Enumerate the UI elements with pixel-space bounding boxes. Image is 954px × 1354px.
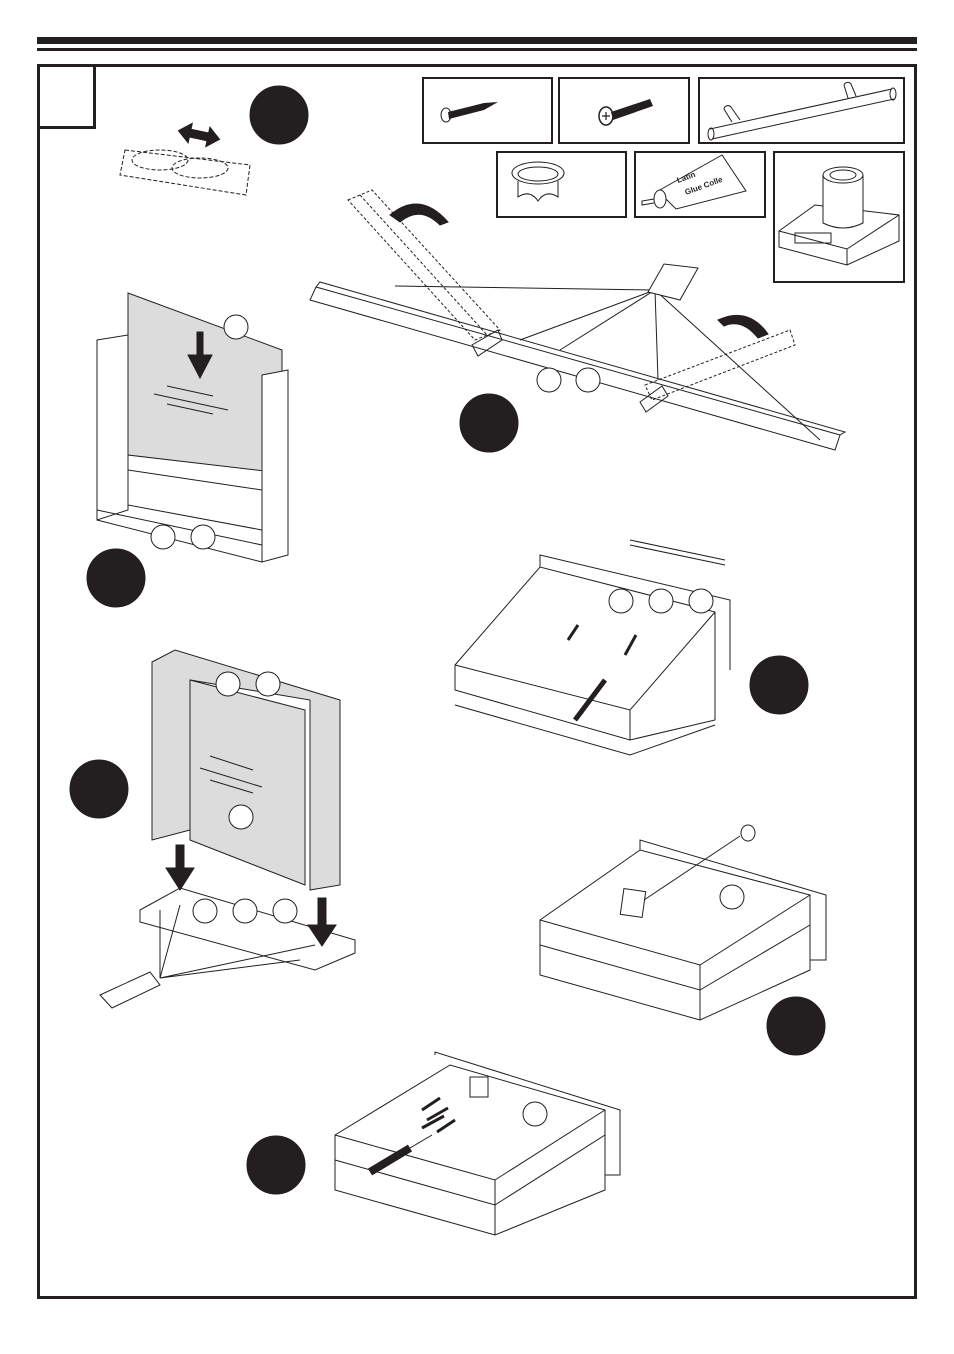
step-marker-7 [246, 1135, 306, 1195]
part-box-lock-ring [496, 151, 627, 218]
double-arrow-icon [177, 122, 221, 148]
rail-assembly [309, 189, 847, 451]
step-marker-4 [749, 655, 809, 715]
flip-arrow-icon [389, 203, 769, 339]
step-marker-5 [69, 759, 129, 819]
drawer-lock-assembly [539, 824, 827, 1021]
part-box-glue: Latin Glue Colle [634, 151, 766, 218]
machine-screw-icon [598, 99, 653, 126]
part-box-machine-screw [558, 77, 690, 144]
glue-tube-icon: Latin Glue Colle [641, 154, 747, 210]
drawer-handle-assembly [454, 539, 731, 756]
glue-spread-icon [119, 149, 251, 196]
wood-screw-icon [440, 102, 498, 123]
cabinet-base-assembly [99, 649, 356, 1009]
header-rule-thick [37, 37, 917, 44]
part-box-bar-handle [698, 77, 905, 144]
step-number-box [37, 64, 96, 129]
cam-lock-icon [778, 166, 900, 266]
step-marker-3 [86, 548, 146, 608]
drawer-lock-screw-assembly [334, 1051, 621, 1236]
step-marker-1 [249, 85, 309, 145]
lock-ring-icon [511, 161, 565, 202]
part-box-cam-lock [773, 151, 905, 283]
header-rule-thin [37, 48, 917, 51]
part-box-wood-screw [422, 77, 553, 144]
step-marker-2 [459, 393, 519, 453]
instruction-frame [37, 64, 917, 1299]
bar-handle-icon [707, 81, 897, 141]
step-marker-6 [766, 996, 826, 1056]
back-panel-assembly [96, 292, 289, 563]
